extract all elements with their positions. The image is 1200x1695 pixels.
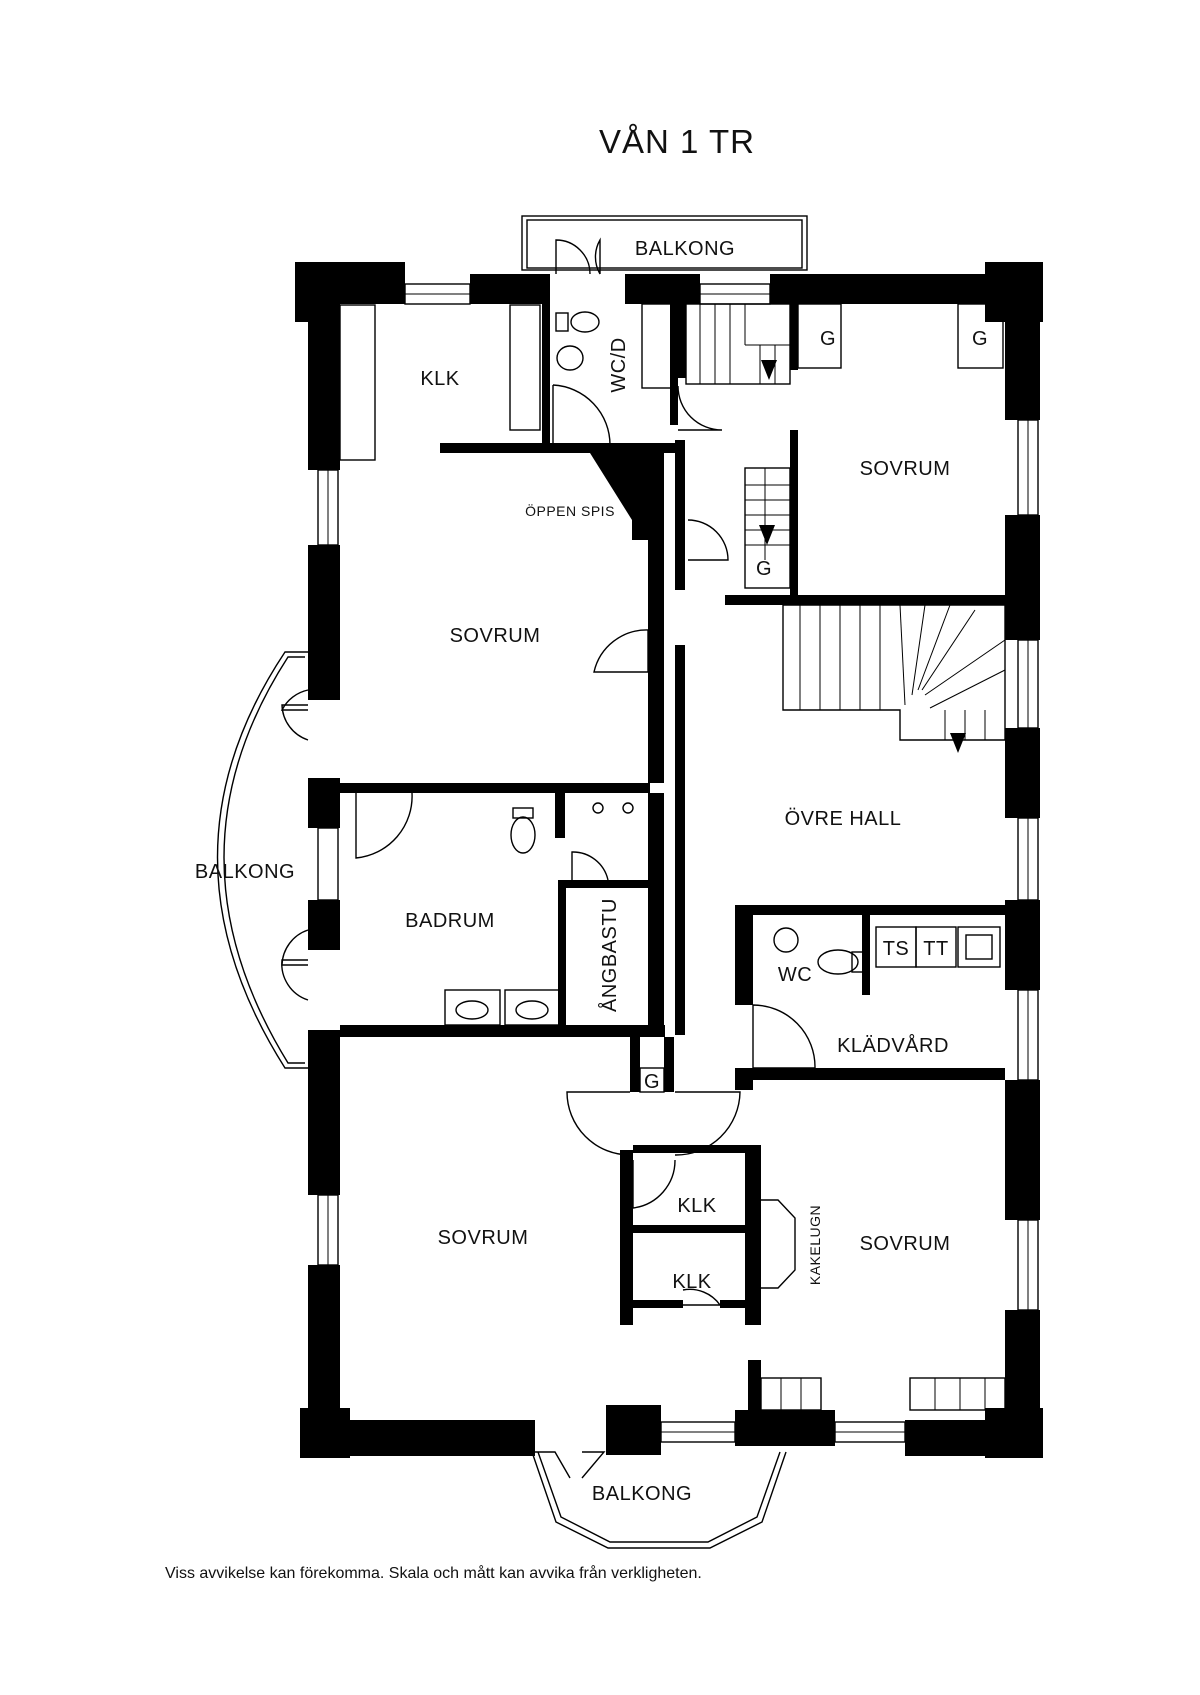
label-oppen-spis: ÖPPEN SPIS [525,502,615,519]
label-badrum: BADRUM [405,910,495,932]
label-balkong-north: BALKONG [635,238,735,260]
balcony-north [521,215,808,271]
label-klk-north: KLK [420,368,459,390]
windows [317,283,1039,1443]
disclaimer: Viss avvikelse kan förekomma. Skala och … [165,1564,702,1582]
label-wc-d: WC/D [608,337,630,392]
label-balkong-south: BALKONG [592,1483,692,1505]
stair-main [782,604,1006,753]
label-tt: TT [923,938,948,960]
stair-top [685,303,791,385]
label-g-lower: G [644,1071,660,1093]
label-kakelugn: KAKELUGN [807,1205,823,1285]
label-sovrum-se: SOVRUM [860,1233,951,1255]
label-klk-a: KLK [677,1195,716,1217]
stair-middle [744,467,791,589]
exterior-walls [295,262,1043,1458]
fixtures [339,303,1006,1411]
interior-walls [340,300,1005,1415]
label-g-hall: G [756,558,772,580]
label-angbastu: ÅNGBASTU [598,898,621,1012]
label-sovrum-sw: SOVRUM [438,1227,529,1249]
label-balkong-west: BALKONG [195,861,295,883]
balcony-west [216,651,310,1069]
label-sovrum-nw: SOVRUM [450,625,541,647]
room-labels: BALKONG KLK WC/D G G SOVRUM ÖPPEN SPIS G… [195,238,988,1505]
label-ts: TS [883,938,910,960]
label-wc: WC [778,964,812,986]
doors [280,237,816,1479]
floor-title: VÅN 1 TR [599,123,755,160]
label-g-stair: G [820,328,836,350]
label-g-nook: G [972,328,988,350]
label-ovre-hall: ÖVRE HALL [785,808,902,830]
label-klk-b: KLK [672,1271,711,1293]
label-sovrum-ne: SOVRUM [860,458,951,480]
label-kladvard: KLÄDVÅRD [837,1034,949,1057]
balcony-south [531,1451,787,1549]
